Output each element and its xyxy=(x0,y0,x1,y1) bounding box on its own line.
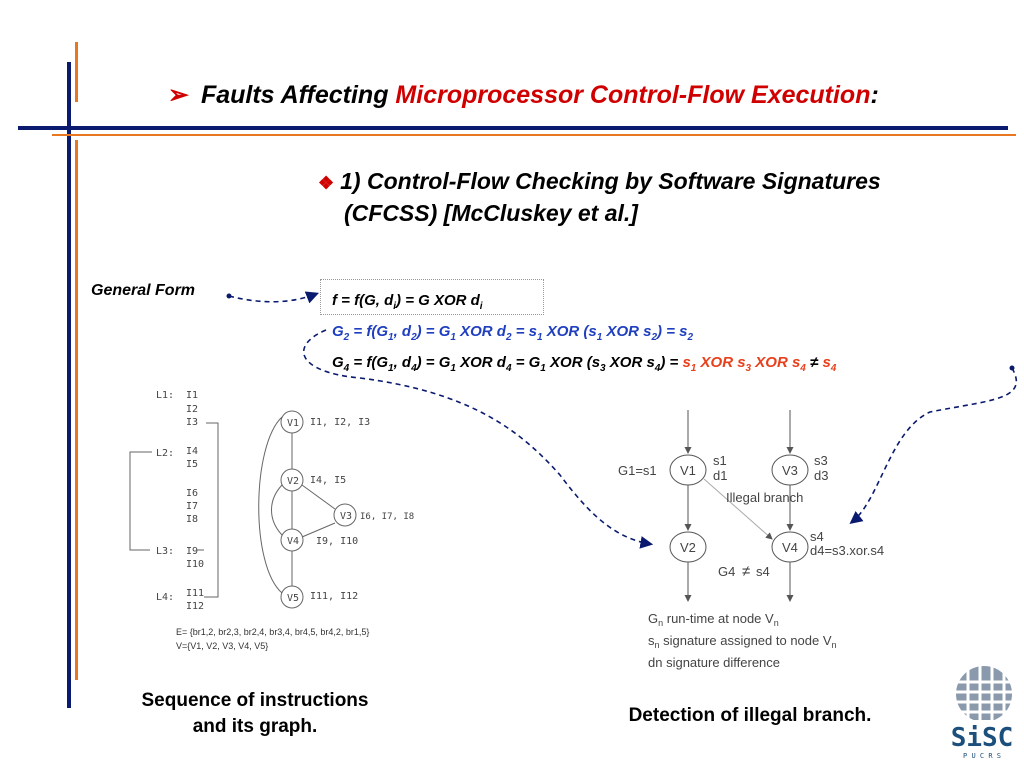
equation-general: f = f(G, di) = G XOR di xyxy=(332,292,483,312)
svg-text:d3: d3 xyxy=(814,468,828,483)
frame-horizontal-navy-line xyxy=(18,126,1008,130)
connector-general-form xyxy=(228,291,319,304)
diamond-bullet-icon: ❖ xyxy=(318,173,335,193)
instr-4: I4 xyxy=(186,446,198,457)
title-prefix: Faults Affecting xyxy=(200,81,396,109)
caption-left-line-1: Sequence of instructions xyxy=(141,690,369,711)
svg-text:I6, I7, I8: I6, I7, I8 xyxy=(360,512,414,522)
logo-globe-icon xyxy=(956,666,1012,722)
node-v3 xyxy=(333,503,357,527)
svg-text:V1: V1 xyxy=(287,418,299,429)
code-label-l1: L1: xyxy=(156,390,174,401)
instr-5: I5 xyxy=(186,459,198,470)
svg-text:d4=s3.xor.s4: d4=s3.xor.s4 xyxy=(810,543,884,558)
instr-7: I7 xyxy=(186,501,198,512)
frame-vertical-orange-line xyxy=(75,42,78,102)
svg-text:V3: V3 xyxy=(782,463,798,478)
bullet-line-1: 1) Control-Flow Checking by Software Sig… xyxy=(340,168,881,194)
svg-text:V4: V4 xyxy=(287,536,299,547)
instr-12: I12 xyxy=(186,601,204,612)
frame-horizontal-orange-line xyxy=(52,134,1016,136)
connector-g2-to-v2 xyxy=(302,329,654,549)
svg-text:s3: s3 xyxy=(814,453,828,468)
svg-text:I1, I2, I3: I1, I2, I3 xyxy=(310,417,370,428)
caption-left-line-2: and its graph. xyxy=(192,716,318,737)
code-label-l2: L2: xyxy=(156,448,174,459)
code-label-l4: L4: xyxy=(156,592,174,603)
svg-text:I4, I5: I4, I5 xyxy=(310,475,346,486)
logo-subtext: P U C R S xyxy=(963,752,1001,760)
svg-text:G1=s1: G1=s1 xyxy=(618,463,657,478)
sisc-logo: SiSC P U C R S xyxy=(944,666,1020,762)
instr-1: I1 xyxy=(186,390,198,401)
formula-box xyxy=(320,279,544,315)
general-form-label: General Form xyxy=(91,282,196,299)
svg-text:s1: s1 xyxy=(713,453,727,468)
svg-text:s4: s4 xyxy=(810,529,824,544)
arrow-bullet-icon: ➢ xyxy=(168,81,189,109)
svg-text:V2: V2 xyxy=(287,476,299,487)
svg-text:I11, I12: I11, I12 xyxy=(310,591,358,602)
frame-vertical-navy-line xyxy=(67,62,71,708)
svg-text:V2: V2 xyxy=(680,540,696,555)
code-label-l3: L3: xyxy=(156,546,174,557)
svg-text:V3: V3 xyxy=(340,511,352,522)
legend-line-1: Gn run-time at node Vn xyxy=(648,611,779,628)
equation-g4: G4 = f(G1, d4) = G1 XOR d4 = G1 XOR (s3 … xyxy=(332,354,837,374)
svg-text:V5: V5 xyxy=(287,593,299,604)
svg-text:I9, I10: I9, I10 xyxy=(316,536,358,547)
bullet-line-2: (CFCSS) [McCluskey et al.] xyxy=(344,200,638,226)
svg-text:d1: d1 xyxy=(713,468,727,483)
equation-g4-result: s1 XOR s3 XOR s4 xyxy=(682,354,806,374)
instr-6: I6 xyxy=(186,488,198,499)
instr-9: I9 xyxy=(186,546,198,557)
legend-line-3: dn signature difference xyxy=(648,655,780,670)
caption-left: Sequence of instructions and its graph. xyxy=(100,688,410,740)
svg-text:s4: s4 xyxy=(756,564,770,579)
logo-text: SiSC xyxy=(951,723,1014,753)
svg-text:G4: G4 xyxy=(718,564,735,579)
instr-10: I10 xyxy=(186,559,204,570)
caption-right: Detection of illegal branch. xyxy=(628,705,872,726)
title-suffix: : xyxy=(870,81,879,109)
edge-set: E= {br1,2, br2,3, br2,4, br3,4, br4,5, b… xyxy=(176,627,369,637)
instr-11: I11 xyxy=(186,588,204,599)
equation-g2: G2 = f(G1, d2) = G1 XOR d2 = s1 XOR (s1 … xyxy=(332,323,694,343)
bullet-point: ❖1) Control-Flow Checking by Software Si… xyxy=(318,166,998,228)
svg-text:V4: V4 xyxy=(782,540,798,555)
cfg-figure: L1: L2: L3: L4: I1 I2 I3 I4 I5 I6 I7 I8 … xyxy=(129,390,414,651)
detection-diagram: G1=s1 V1 V3 V2 V4 s1 d1 s3 d3 Illegal br… xyxy=(618,410,884,670)
svg-text:V1: V1 xyxy=(680,463,696,478)
instr-3: I3 xyxy=(186,417,198,428)
illegal-branch-label: Illegal branch xyxy=(726,490,803,505)
instr-8: I8 xyxy=(186,514,198,525)
title-highlight: Microprocessor Control-Flow Execution xyxy=(395,81,871,109)
not-equal-icon: ≠ xyxy=(742,563,750,580)
slide-title: ➢ Faults Affecting Microprocessor Control… xyxy=(168,80,879,110)
legend-line-2: sn signature assigned to node Vn xyxy=(648,633,837,650)
frame-vertical-orange-line-lower xyxy=(75,140,78,680)
vertex-set: V={V1, V2, V3, V4, V5} xyxy=(176,641,268,651)
connector-g4-to-v4 xyxy=(849,367,1018,524)
instr-2: I2 xyxy=(186,404,198,415)
